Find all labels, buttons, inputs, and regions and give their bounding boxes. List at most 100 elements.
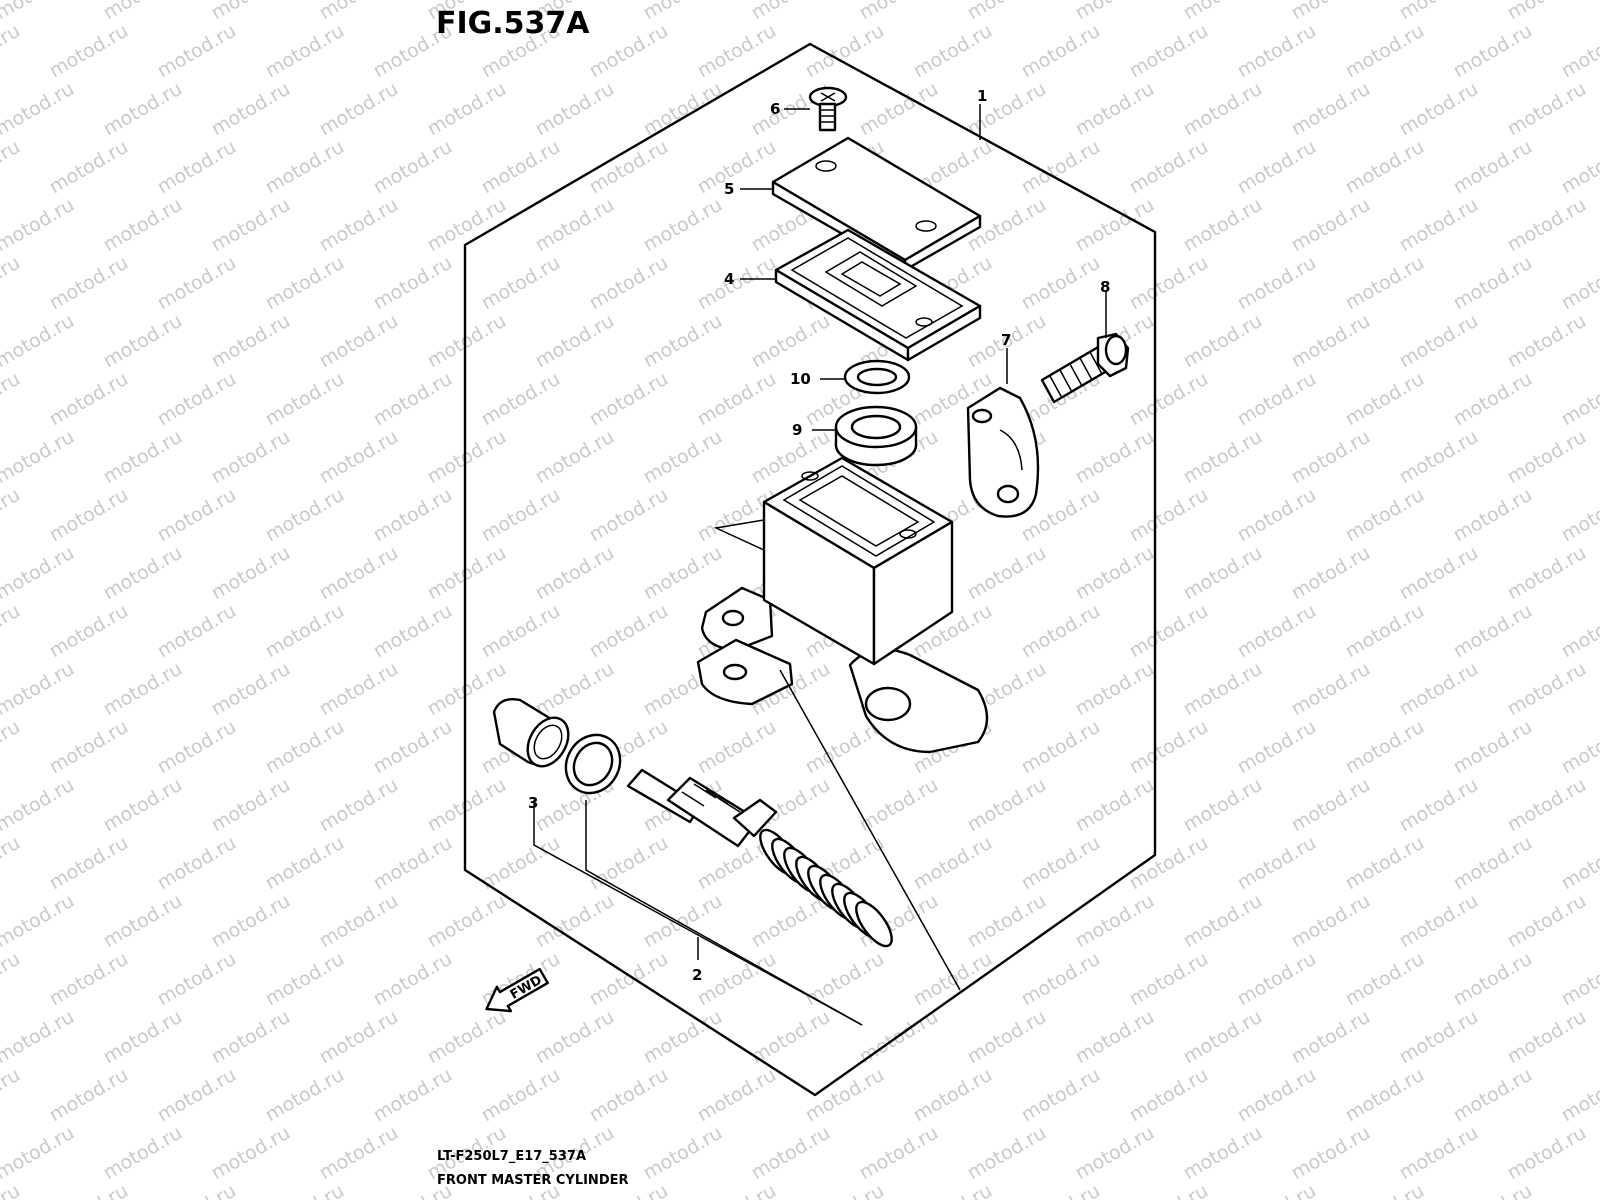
part-seal-ring — [843, 359, 911, 395]
watermark-text: motod.ru — [100, 890, 186, 953]
watermark-text: motod.ru — [1504, 194, 1590, 257]
watermark-text: motod.ru — [316, 890, 402, 953]
watermark-text: motod.ru — [154, 484, 240, 547]
watermark-text: motod.ru — [478, 1064, 564, 1127]
part-clamp — [966, 386, 1040, 518]
watermark-text: motod.ru — [154, 252, 240, 315]
watermark-text: motod.ru — [1342, 484, 1428, 547]
watermark-text: motod.ru — [370, 484, 456, 547]
watermark-text: motod.ru — [1558, 1180, 1600, 1200]
watermark-text: motod.ru — [262, 136, 348, 199]
watermark-text: motod.ru — [586, 600, 672, 663]
watermark-text: motod.ru — [46, 1180, 132, 1200]
watermark-text: motod.ru — [316, 426, 402, 489]
watermark-text: motod.ru — [1180, 426, 1266, 489]
watermark-text: motod.ru — [802, 1180, 888, 1200]
watermark-text: motod.ru — [1018, 1064, 1104, 1127]
watermark-text: motod.ru — [1450, 484, 1536, 547]
watermark-text: motod.ru — [1396, 78, 1482, 141]
watermark-text: motod.ru — [1288, 0, 1374, 24]
watermark-text: motod.ru — [640, 1006, 726, 1069]
watermark-text: motod.ru — [100, 774, 186, 837]
watermark-text: motod.ru — [262, 368, 348, 431]
watermark-text: motod.ru — [1288, 78, 1374, 141]
watermark-text: motod.ru — [478, 136, 564, 199]
watermark-text: motod.ru — [1126, 1064, 1212, 1127]
watermark-text: motod.ru — [154, 600, 240, 663]
watermark-text: motod.ru — [1558, 832, 1600, 895]
watermark-text: motod.ru — [1342, 600, 1428, 663]
assembly-frame — [463, 42, 1157, 1097]
watermark-text: motod.ru — [1504, 1122, 1590, 1185]
watermark-text: motod.ru — [370, 1064, 456, 1127]
watermark-text: motod.ru — [316, 658, 402, 721]
watermark-text: motod.ru — [1396, 0, 1482, 24]
watermark-text: motod.ru — [586, 1064, 672, 1127]
watermark-text: motod.ru — [316, 542, 402, 605]
part-piston-assembly — [626, 768, 893, 948]
watermark-text: motod.ru — [1450, 600, 1536, 663]
watermark-text: motod.ru — [0, 542, 78, 605]
watermark-text: motod.ru — [694, 1064, 780, 1127]
watermark-text: motod.ru — [1234, 136, 1320, 199]
watermark-text: motod.ru — [1396, 426, 1482, 489]
watermark-text: motod.ru — [1504, 0, 1590, 24]
watermark-text: motod.ru — [1072, 0, 1158, 24]
watermark-text: motod.ru — [532, 426, 618, 489]
watermark-text: motod.ru — [964, 0, 1050, 24]
watermark-text: motod.ru — [100, 658, 186, 721]
part-screw — [808, 86, 848, 132]
watermark-text: motod.ru — [1558, 252, 1600, 315]
part-boot — [492, 698, 570, 768]
watermark-text: motod.ru — [640, 78, 726, 141]
watermark-text: motod.ru — [1018, 948, 1104, 1011]
figure-code: LT-F250L7_E17_537A — [437, 1149, 586, 1164]
watermark-text: motod.ru — [370, 368, 456, 431]
watermark-text: motod.ru — [640, 0, 726, 24]
watermark-text: motod.ru — [586, 252, 672, 315]
callout-7: 7 — [1001, 331, 1011, 349]
watermark-text: motod.ru — [370, 832, 456, 895]
callout-1: 1 — [977, 87, 987, 105]
watermark-text: motod.ru — [46, 20, 132, 83]
watermark-text: motod.ru — [1072, 658, 1158, 721]
watermark-text: motod.ru — [586, 832, 672, 895]
watermark-text: motod.ru — [1126, 484, 1212, 547]
watermark-text: motod.ru — [0, 310, 78, 373]
watermark-text: motod.ru — [46, 252, 132, 315]
watermark-text: motod.ru — [316, 0, 402, 24]
watermark-text: motod.ru — [1396, 658, 1482, 721]
watermark-text: motod.ru — [1342, 252, 1428, 315]
watermark-text: motod.ru — [910, 1064, 996, 1127]
watermark-text: motod.ru — [1504, 426, 1590, 489]
watermark-text: motod.ru — [532, 194, 618, 257]
watermark-text: motod.ru — [1342, 716, 1428, 779]
watermark-text: motod.ru — [424, 1006, 510, 1069]
watermark-text: motod.ru — [0, 78, 78, 141]
watermark-text: motod.ru — [1126, 20, 1212, 83]
watermark-text: motod.ru — [46, 600, 132, 663]
watermark-text: motod.ru — [1504, 774, 1590, 837]
watermark-text: motod.ru — [1234, 1064, 1320, 1127]
spring-coil — [855, 900, 893, 948]
watermark-text: motod.ru — [1558, 368, 1600, 431]
watermark-text: motod.ru — [424, 78, 510, 141]
watermark-text: motod.ru — [802, 20, 888, 83]
watermark-text: motod.ru — [1072, 890, 1158, 953]
watermark-text: motod.ru — [1504, 542, 1590, 605]
watermark-text: motod.ru — [262, 832, 348, 895]
watermark-text: motod.ru — [0, 426, 78, 489]
watermark-text: motod.ru — [586, 20, 672, 83]
watermark-text: motod.ru — [46, 948, 132, 1011]
watermark-text: motod.ru — [586, 368, 672, 431]
watermark-text: motod.ru — [910, 1180, 996, 1200]
watermark-text: motod.ru — [1072, 78, 1158, 141]
watermark-text: motod.ru — [1234, 948, 1320, 1011]
watermark-text: motod.ru — [1288, 542, 1374, 605]
watermark-text: motod.ru — [370, 716, 456, 779]
watermark-text: motod.ru — [1180, 890, 1266, 953]
watermark-text: motod.ru — [1342, 136, 1428, 199]
watermark-text: motod.ru — [1504, 78, 1590, 141]
watermark-text: motod.ru — [1126, 716, 1212, 779]
watermark-text: motod.ru — [46, 1064, 132, 1127]
